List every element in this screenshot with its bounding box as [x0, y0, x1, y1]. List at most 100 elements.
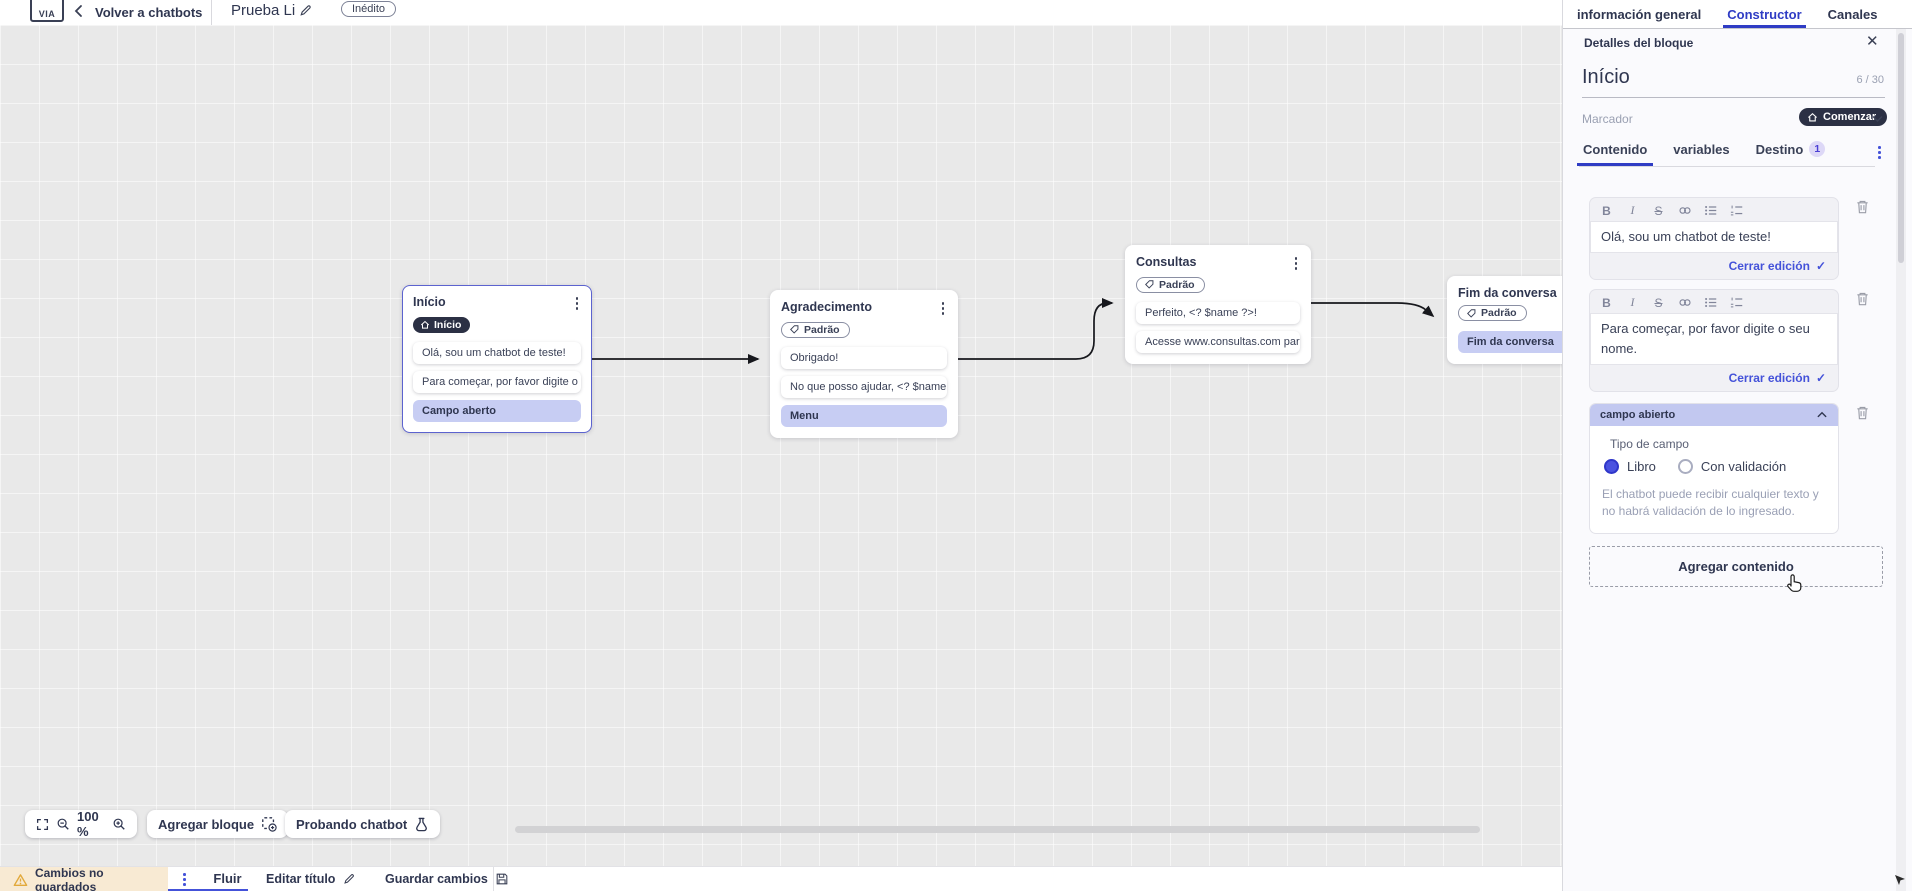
- node-menu-icon[interactable]: [1292, 255, 1301, 272]
- radio-con-validacion[interactable]: Con validación: [1677, 459, 1786, 474]
- message-text-input[interactable]: Para começar, por favor digite o seu nom…: [1590, 313, 1838, 366]
- home-icon: [1808, 112, 1817, 121]
- tab-destino[interactable]: Destino 1: [1756, 141, 1826, 166]
- add-content-button[interactable]: Agregar contenido: [1589, 546, 1883, 587]
- marker-value-pill[interactable]: Comenzar: [1799, 108, 1888, 126]
- chatbot-title: Prueba Li: [231, 2, 296, 19]
- tag-icon: [1145, 280, 1154, 289]
- tab-canales[interactable]: Canales: [1827, 6, 1878, 22]
- edit-title-button[interactable]: Editar título: [266, 872, 356, 886]
- flow-node-inicio[interactable]: Início Início Olá, sou um chatbot de tes…: [402, 285, 592, 433]
- home-icon: [420, 320, 430, 329]
- node-open-field-row[interactable]: Campo aberto: [413, 399, 581, 422]
- node-message-row[interactable]: No que posso ajudar, <? $name ...: [781, 376, 947, 398]
- close-edit-button[interactable]: Cerrar edición ✓: [1590, 365, 1838, 391]
- bottombar-divider: [493, 867, 494, 891]
- flow-node-agradecimento[interactable]: Agradecimento Padrão Obrigado! No que po…: [770, 290, 958, 438]
- numbered-list-icon[interactable]: [1730, 204, 1743, 217]
- app-logo[interactable]: VIA: [30, 0, 64, 22]
- close-edit-button[interactable]: Cerrar edición ✓: [1590, 253, 1838, 279]
- add-block-icon: [261, 816, 277, 832]
- node-menu-row[interactable]: Menu: [781, 405, 947, 427]
- link-icon[interactable]: [1678, 204, 1691, 217]
- block-name-field[interactable]: Início: [1582, 66, 1630, 88]
- back-to-chatbots-link[interactable]: Volver a chatbots: [95, 5, 203, 20]
- delete-open-field-icon[interactable]: [1855, 405, 1870, 421]
- node-title: Agradecimento: [781, 300, 872, 314]
- tab-fluir[interactable]: Fluir: [213, 871, 242, 886]
- node-message-row[interactable]: Acesse www.consultas.com par...: [1136, 331, 1300, 353]
- status-badge: Inédito: [341, 1, 397, 17]
- format-toolbar: B I S: [1590, 198, 1838, 221]
- check-icon: ✓: [1815, 371, 1826, 386]
- flow-canvas[interactable]: Início Início Olá, sou um chatbot de tes…: [0, 25, 1562, 866]
- flow-tab-menu-icon[interactable]: [180, 871, 189, 888]
- close-edit-label: Cerrar edición: [1728, 371, 1810, 386]
- node-message-row[interactable]: Obrigado!: [781, 347, 947, 369]
- edit-title-pencil-icon[interactable]: [298, 3, 313, 18]
- collapse-chevron-icon[interactable]: [1816, 409, 1828, 421]
- node-badge-inicio: Início: [413, 316, 471, 333]
- panel-section-tabs: Contenido variables Destino 1: [1576, 141, 1826, 166]
- delete-content-icon[interactable]: [1855, 291, 1870, 307]
- save-changes-button[interactable]: Guardar cambios: [385, 872, 509, 886]
- node-menu-icon[interactable]: [939, 300, 948, 317]
- radio-libro[interactable]: Libro: [1604, 459, 1656, 474]
- tab-constructor[interactable]: Constructor: [1723, 0, 1807, 28]
- add-block-label: Agregar bloque: [158, 816, 255, 832]
- flow-node-fim-da-conversa[interactable]: Fim da conversa Padrão Fim da conversa: [1447, 276, 1562, 364]
- strikethrough-icon[interactable]: S: [1654, 203, 1663, 218]
- open-field-header[interactable]: campo abierto: [1590, 404, 1838, 426]
- node-message-row[interactable]: Olá, sou um chatbot de teste!: [413, 341, 581, 364]
- edit-title-label: Editar título: [266, 872, 336, 886]
- node-message-row[interactable]: Perfeito, <? $name ?>!: [1136, 302, 1300, 324]
- bold-icon[interactable]: B: [1602, 295, 1611, 310]
- flow-edges: [592, 297, 1435, 365]
- format-toolbar: B I S: [1590, 290, 1838, 313]
- flow-node-consultas[interactable]: Consultas Padrão Perfeito, <? $name ?>! …: [1125, 245, 1311, 364]
- message-text-input[interactable]: Olá, sou um chatbot de teste!: [1590, 221, 1838, 254]
- topbar-divider: [211, 0, 212, 25]
- unsaved-changes-status: Cambios no guardados: [0, 865, 168, 891]
- bullet-list-icon[interactable]: [1704, 204, 1717, 217]
- canvas-horizontal-scrollbar[interactable]: [515, 826, 1480, 833]
- italic-icon[interactable]: I: [1630, 203, 1635, 217]
- add-block-button[interactable]: Agregar bloque: [147, 810, 289, 838]
- node-message-row[interactable]: Para começar, por favor digite o ...: [413, 370, 581, 393]
- radio-selected-icon[interactable]: [1604, 459, 1619, 474]
- tab-variables[interactable]: variables: [1673, 141, 1730, 157]
- radio-libro-label: Libro: [1627, 459, 1656, 474]
- back-chevron-icon[interactable]: [72, 3, 86, 19]
- unsaved-changes-label: Cambios no guardados: [34, 865, 104, 891]
- fullscreen-icon[interactable]: [36, 818, 49, 831]
- content-editor-2: B I S Para começar, por favor digite o s…: [1589, 289, 1839, 393]
- delete-content-icon[interactable]: [1855, 199, 1870, 215]
- italic-icon[interactable]: I: [1630, 295, 1635, 309]
- panel-header: Detalles del bloque: [1584, 36, 1694, 50]
- save-changes-label: Guardar cambios: [385, 872, 488, 886]
- char-counter: 6 / 30: [1856, 74, 1884, 86]
- radio-unselected-icon[interactable]: [1677, 459, 1693, 474]
- close-panel-icon[interactable]: ✕: [1866, 33, 1879, 50]
- strikethrough-icon[interactable]: S: [1654, 295, 1663, 310]
- panel-scrollbar[interactable]: [1896, 29, 1906, 891]
- test-chatbot-button[interactable]: Probando chatbot: [285, 810, 441, 838]
- open-field-card: campo abierto Tipo de campo Libro Con va…: [1589, 403, 1839, 534]
- bullet-list-icon[interactable]: [1704, 296, 1717, 309]
- marker-dropdown-chevron-icon[interactable]: [1871, 112, 1884, 125]
- node-end-row[interactable]: Fim da conversa: [1458, 330, 1562, 353]
- tab-contenido[interactable]: Contenido: [1576, 141, 1654, 166]
- tab-informacion-general[interactable]: información general: [1577, 6, 1702, 22]
- node-title: Consultas: [1136, 255, 1197, 269]
- zoom-in-icon[interactable]: [112, 817, 126, 831]
- bold-icon[interactable]: B: [1602, 203, 1611, 218]
- zoom-out-icon[interactable]: [56, 817, 70, 831]
- check-icon: ✓: [1815, 259, 1826, 274]
- section-menu-icon[interactable]: [1875, 144, 1884, 161]
- marker-label: Marcador: [1582, 112, 1633, 126]
- link-icon[interactable]: [1678, 296, 1691, 309]
- numbered-list-icon[interactable]: [1730, 296, 1743, 309]
- warning-icon: [13, 873, 28, 886]
- node-menu-icon[interactable]: [573, 295, 582, 312]
